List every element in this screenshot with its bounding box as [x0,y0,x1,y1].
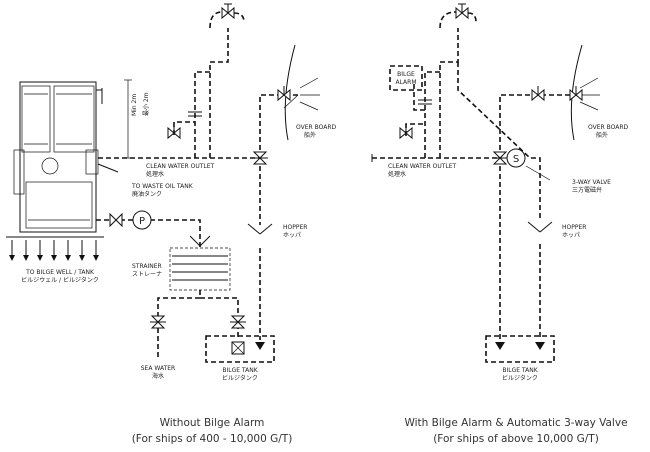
bilge-alarm-box: BILGE ALARM [389,65,423,91]
solenoid-valve: S [506,148,526,168]
clean-outlet-label-jp: 処理水 [146,170,164,178]
bilge-valve [230,315,246,329]
waste-oil-label-jp: 廃油タンク [132,190,162,198]
gooseneck-valve [209,3,245,29]
right-clean-outlet-label-jp: 処理水 [388,170,406,178]
separator-unit [13,81,103,233]
bilge-tank-label-en: BILGE TANK [222,367,258,374]
right-gooseneck-valve [439,3,477,29]
outlet-valve [252,151,268,165]
waste-oil-label-en: TO WASTE OIL TANK [131,183,194,190]
right-bilge-tank-label-en: BILGE TANK [502,367,538,374]
right-overboard-label-en: OVER BOARD [588,124,628,131]
bilge-well-label-jp: ビルジウェル / ビルジタンク [21,276,99,284]
sea-water-label-jp: 海水 [152,372,164,380]
left-caption-line1: Without Bilge Alarm [160,417,265,429]
overboard-label-jp: 船外 [304,131,316,139]
right-clean-outlet-label-en: CLEAN WATER OUTLET [388,163,457,170]
left-piping [96,28,320,360]
bilge-well-label-en: TO BILGE WELL / TANK [25,269,95,276]
clean-outlet-label-en: CLEAN WATER OUTLET [146,163,215,170]
right-caption-line1: With Bilge Alarm & Automatic 3-way Valve [404,417,627,429]
overboard-label-en: OVER BOARD [296,124,336,131]
bilge-tank-label-jp: ビルジタンク [222,374,258,382]
strainer-label-jp: ストレーナ [132,271,162,278]
right-check-valve [418,99,432,105]
bilge-tank-right [485,335,555,363]
bilge-alarm-line2: ALARM [395,79,416,86]
three-way-label-en: 3-WAY VALVE [572,179,611,186]
hopper-label-jp: ホッパ [283,232,301,239]
min-height-dimension: Min 2m 最小 2m [124,79,150,159]
right-overboard-valve-a [531,86,545,102]
bilge-alarm-line1: BILGE [397,71,415,78]
right-overboard-valve-b [569,86,583,102]
left-diagram: Min 2m 最小 2m [6,3,336,445]
overboard-valve [277,86,291,102]
right-diagram: BILGE ALARM S [371,3,628,445]
right-sampling-valve [399,124,413,140]
hopper-label-en: HOPPER [283,224,307,231]
strainer [169,247,231,291]
bilge-tank-left [205,335,275,363]
three-way-label-jp: 三方電磁弁 [572,186,602,194]
left-caption-line2: (For ships of 400 - 10,000 G/T) [132,433,293,445]
strainer-label-en: STRAINER [132,263,162,270]
sampling-valve [167,124,181,140]
right-hopper-label-en: HOPPER [562,224,586,231]
right-outlet-valve [492,151,508,165]
pump-letter: P [139,216,145,227]
min-label-en: Min 2m [131,94,138,116]
sea-water-valve [150,315,166,329]
suction-valve [109,212,123,228]
right-bilge-tank-label-jp: ビルジタンク [502,374,538,382]
min-label-jp: 最小 2m [142,92,150,116]
pump-symbol: P [132,210,152,230]
check-valve [188,111,202,117]
right-caption-line2: (For ships of above 10,000 G/T) [433,433,599,445]
drain-arrows [6,236,104,261]
sea-water-label-en: SEA WATER [141,365,175,372]
solenoid-letter: S [513,154,519,165]
right-overboard-label-jp: 船外 [596,131,608,139]
right-hopper-label-jp: ホッパ [562,232,580,239]
